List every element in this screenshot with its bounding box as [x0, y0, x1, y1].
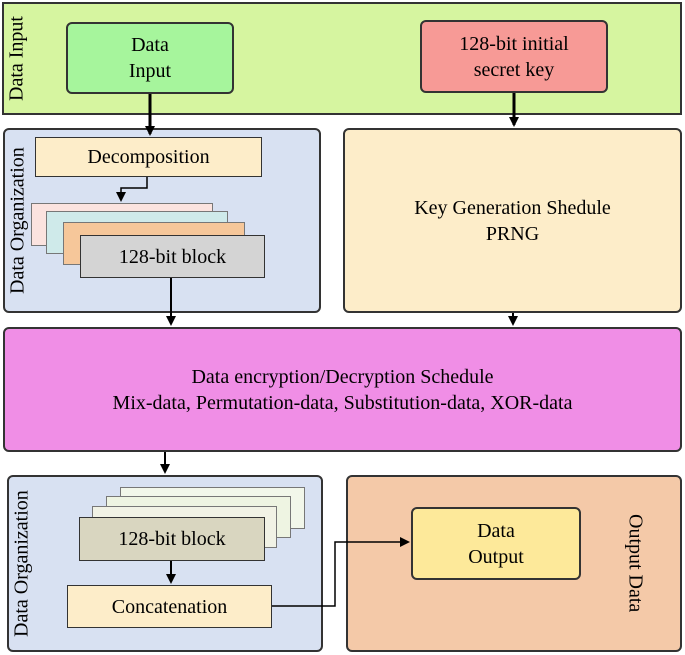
data-output-line2: Output: [468, 545, 524, 568]
block-text-top: 128-bit block: [118, 245, 227, 268]
block-box-bottom: [79, 517, 265, 561]
arrow-concatenation-to-output: [272, 537, 410, 607]
key-generation-line2: PRNG: [485, 222, 540, 245]
secret-key-box: [420, 20, 608, 93]
data-output-line1: Data: [477, 519, 515, 542]
block-box-top: [80, 235, 265, 278]
block-text-bottom: 128-bit block: [118, 528, 226, 550]
data-input-box: [66, 22, 234, 94]
key-generation-text: Key Generation Shedule PRNG: [343, 128, 682, 313]
concatenation-text: Concatenation: [111, 595, 228, 618]
secret-key-line1: 128-bit initial: [459, 32, 569, 55]
concatenation-box: [67, 585, 272, 628]
secret-key-line2: secret key: [473, 58, 555, 81]
key-generation-line1: Key Generation Shedule: [414, 196, 611, 219]
data-output-text: Data Output: [411, 507, 581, 580]
secret-key-box-text: 128-bit initial secret key: [420, 20, 608, 93]
decomposition-text: Decomposition: [87, 146, 210, 168]
data-input-line2: Input: [128, 60, 172, 82]
data-input-line1: Data: [131, 34, 169, 56]
arrow-decomposition-to-blocks: [116, 177, 148, 202]
encryption-text: Data encryption/Decryption Schedule Mix-…: [3, 327, 682, 452]
encryption-panel: [3, 327, 682, 452]
encryption-line1: Data encryption/Decryption Schedule: [191, 365, 494, 388]
decomposition-box: [35, 137, 262, 177]
encryption-line2: Mix-data, Permutation-data, Substitution…: [112, 391, 573, 414]
data-output-box: [411, 507, 581, 580]
data-input-box-text: Data Input: [66, 22, 234, 94]
key-generation-panel: [343, 128, 682, 313]
output-panel-label: Output Data: [624, 514, 647, 613]
